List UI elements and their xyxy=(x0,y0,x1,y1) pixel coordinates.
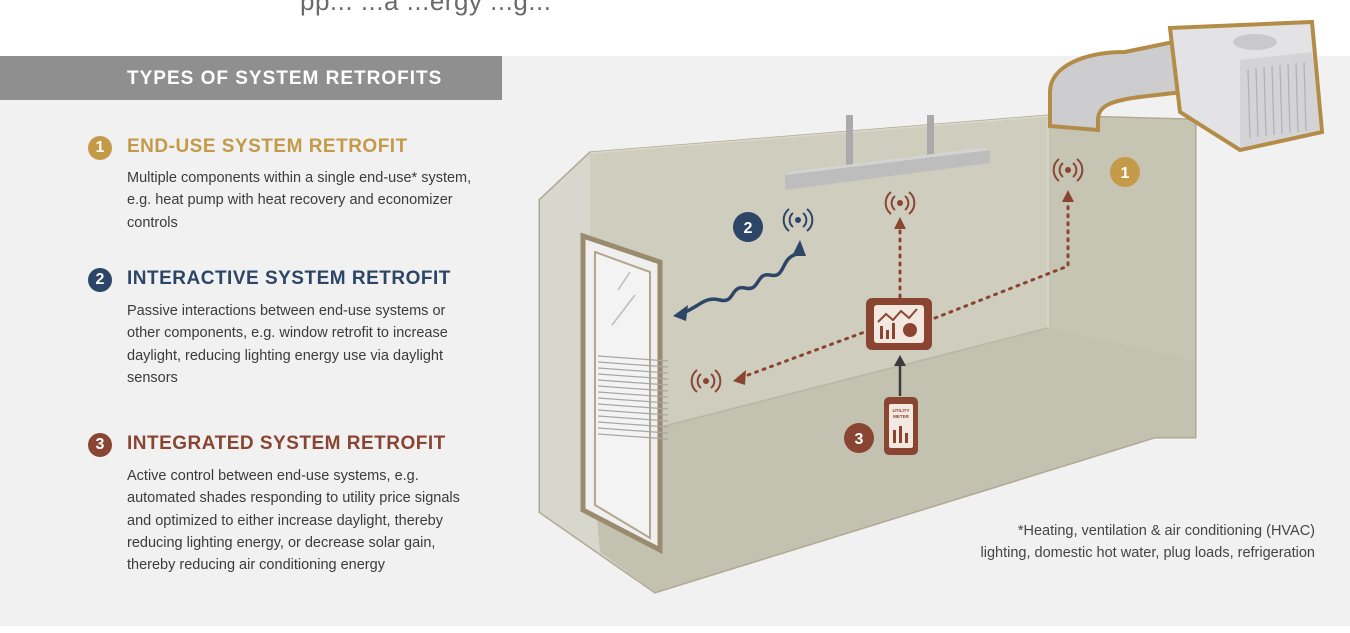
diagram-marker-2: 2 xyxy=(733,212,763,242)
item-3-title: INTEGRATED SYSTEM RETROFIT xyxy=(127,433,446,454)
room-shell xyxy=(538,114,1197,594)
wave-arrowhead-up xyxy=(792,240,806,256)
cutoff-heading: pp... ...a ...ergy ...g... xyxy=(300,0,552,16)
section-header-bar xyxy=(0,56,502,100)
item-2-number-badge: 2 xyxy=(88,268,112,292)
right-wall xyxy=(1048,116,1195,360)
svg-text:2: 2 xyxy=(744,220,753,237)
arrowhead-up-right xyxy=(1062,190,1074,202)
arrowhead-up-meter xyxy=(894,355,906,366)
diagram-marker-3: 3 xyxy=(844,423,874,453)
svg-text:METER: METER xyxy=(893,414,910,419)
arrowhead-up-center xyxy=(894,217,906,229)
footnote-line-1: *Heating, ventilation & air conditioning… xyxy=(1017,523,1315,539)
item-1-number-badge: 1 xyxy=(88,136,112,160)
hvac-rooftop-unit xyxy=(1048,19,1325,153)
item-3-number-badge: 3 xyxy=(88,433,112,457)
item-1-title: END-USE SYSTEM RETROFIT xyxy=(127,136,408,157)
window-shade xyxy=(597,355,669,440)
svg-text:UTILITY: UTILITY xyxy=(893,408,910,413)
section-header-title: TYPES OF SYSTEM RETROFITS xyxy=(127,68,443,89)
smart-controller-tablet-icon xyxy=(866,298,932,350)
back-wall xyxy=(590,116,1195,445)
window xyxy=(580,232,669,555)
diagram-marker-1: 1 xyxy=(1110,157,1140,187)
item-3-description: Active control between end-use systems, … xyxy=(127,468,460,574)
arrowhead-left xyxy=(733,370,746,385)
svg-text:1: 1 xyxy=(1121,165,1130,182)
footnote: *Heating, ventilation & air conditioning… xyxy=(880,520,1316,564)
floor xyxy=(590,328,1195,592)
top-cutoff-strip: pp... ...a ...ergy ...g... xyxy=(0,0,1350,56)
footnote-line-2: lighting, domestic hot water, plug loads… xyxy=(980,545,1316,561)
left-wall xyxy=(540,153,655,592)
item-1-description: Multiple components within a single end-… xyxy=(127,170,472,231)
wave-arrowhead-left xyxy=(673,305,688,321)
item-2-title: INTERACTIVE SYSTEM RETROFIT xyxy=(127,268,451,289)
svg-text:3: 3 xyxy=(855,431,864,448)
utility-meter-phone-icon: UTILITY METER xyxy=(884,397,918,455)
ceiling-light-fixture xyxy=(785,115,990,190)
item-2-description: Passive interactions between end-use sys… xyxy=(127,303,448,386)
signal-paths xyxy=(738,196,1070,380)
sunlight-wave xyxy=(673,240,806,321)
